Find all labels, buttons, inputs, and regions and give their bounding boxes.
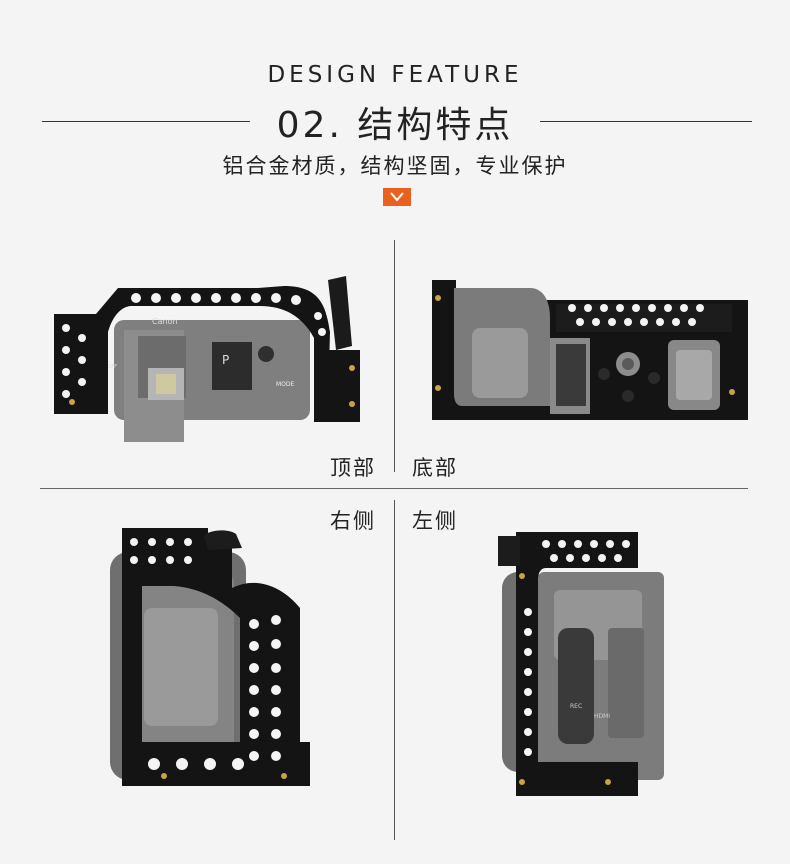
hdmi-text: HDMI [594,713,610,720]
chevron-down-icon [383,188,411,206]
rec-text: REC [570,703,582,710]
photo-right-view [104,528,316,840]
label-bottom-view: 底部 [412,456,458,480]
photo-bottom-view [432,278,748,422]
title-rule-left [42,121,250,122]
section-title: 02. 结构特点 [276,105,514,146]
divider-vertical-top [394,240,395,472]
section-subtitle: 铝合金材质，结构坚固，专业保护 [222,154,568,178]
divider-vertical-bottom [394,500,395,840]
photo-top-view: P MODE Canon ON OFF [52,276,364,446]
divider-horizontal [40,488,748,489]
section-title-row: 02. 结构特点 [0,96,790,146]
label-right-view: 右侧 [330,509,376,533]
label-left-view: 左侧 [412,509,458,533]
design-feature-kicker: DESIGN FEATURE [267,62,523,88]
label-top-view: 顶部 [330,456,376,480]
canon-logo-text: Canon [152,317,178,326]
mode-text: MODE [276,381,295,388]
p-mode-text: P [222,353,229,367]
title-rule-right [540,121,752,122]
photo-left-view: REC HDMI [498,532,668,796]
